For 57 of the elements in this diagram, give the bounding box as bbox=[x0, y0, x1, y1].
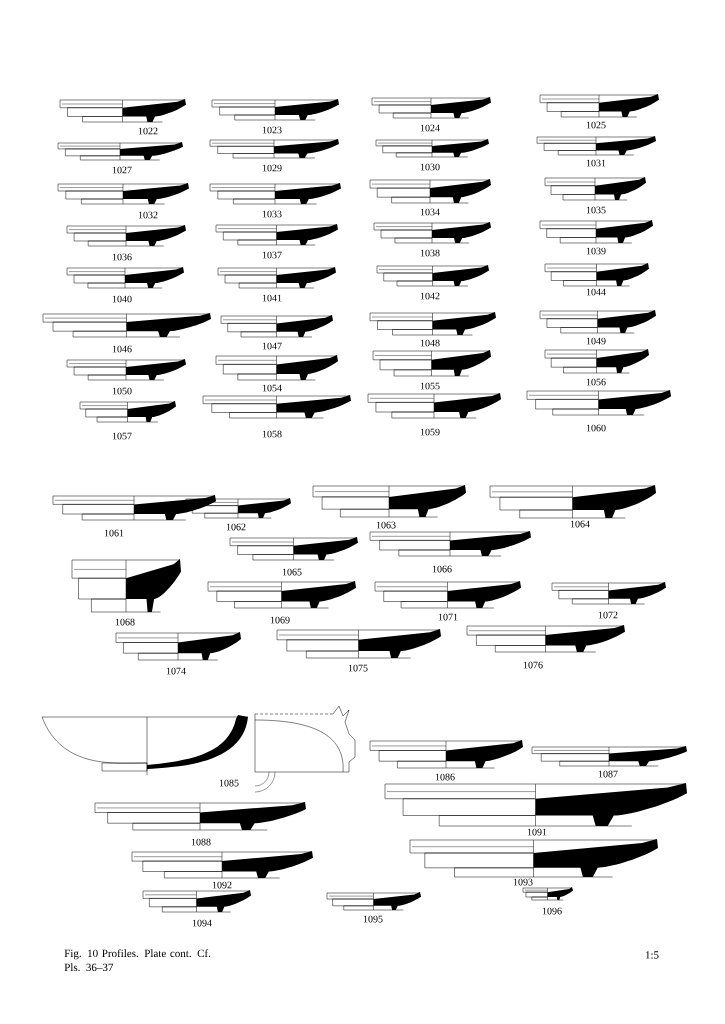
catalog-number: 1042 bbox=[420, 292, 440, 300]
catalog-number: 1076 bbox=[523, 661, 543, 669]
catalog-number: 1037 bbox=[262, 251, 282, 259]
catalog-number: 1030 bbox=[420, 163, 440, 171]
scale-label: 1:5 bbox=[645, 951, 659, 959]
catalog-number: 1095 bbox=[363, 915, 383, 923]
catalog-number: 1094 bbox=[192, 919, 212, 927]
catalog-number: 1086 bbox=[435, 773, 455, 781]
catalog-number: 1049 bbox=[586, 337, 606, 345]
catalog-number: 1071 bbox=[438, 613, 458, 621]
catalog-number: 1066 bbox=[432, 565, 452, 573]
catalog-number: 1087 bbox=[598, 770, 618, 778]
catalog-number: 1029 bbox=[262, 164, 282, 172]
catalog-number: 1035 bbox=[586, 206, 606, 214]
catalog-number: 1092 bbox=[212, 881, 232, 889]
catalog-number: 1085 bbox=[219, 779, 239, 787]
catalog-number: 1034 bbox=[420, 208, 440, 216]
catalog-number: 1041 bbox=[262, 294, 282, 302]
catalog-number: 1022 bbox=[138, 127, 158, 135]
catalog-number: 1069 bbox=[270, 616, 290, 624]
catalog-number: 1088 bbox=[191, 838, 211, 846]
catalog-number: 1091 bbox=[527, 828, 547, 836]
catalog-number: 1063 bbox=[376, 521, 396, 529]
catalog-number: 1062 bbox=[226, 523, 246, 531]
catalog-number: 1096 bbox=[542, 907, 562, 915]
catalog-number: 1093 bbox=[513, 878, 533, 886]
catalog-number: 1048 bbox=[420, 339, 440, 347]
catalog-number: 1068 bbox=[115, 618, 135, 626]
catalog-number: 1075 bbox=[348, 664, 368, 672]
catalog-number: 1058 bbox=[262, 430, 282, 438]
catalog-number: 1065 bbox=[282, 568, 302, 576]
catalog-number: 1061 bbox=[104, 529, 124, 537]
figure-caption: Fig. 10 Profiles. Plate cont. Cf. Pls. 36–37 bbox=[64, 949, 211, 972]
catalog-number: 1038 bbox=[420, 249, 440, 257]
catalog-number: 1033 bbox=[262, 210, 282, 218]
catalog-number: 1064 bbox=[570, 520, 590, 528]
catalog-number: 1059 bbox=[420, 428, 440, 436]
catalog-number: 1055 bbox=[420, 382, 440, 390]
catalog-number: 1057 bbox=[112, 432, 132, 440]
catalog-number: 1032 bbox=[138, 211, 158, 219]
catalog-number: 1036 bbox=[112, 253, 132, 261]
catalog-number: 1039 bbox=[586, 247, 606, 255]
catalog-number: 1054 bbox=[262, 384, 282, 392]
catalog-number: 1024 bbox=[420, 124, 440, 132]
catalog-number: 1031 bbox=[586, 159, 606, 167]
catalog-number: 1074 bbox=[166, 667, 186, 675]
catalog-number: 1023 bbox=[262, 126, 282, 134]
catalog-number: 1040 bbox=[112, 295, 132, 303]
catalog-number: 1056 bbox=[586, 378, 606, 386]
catalog-number: 1060 bbox=[586, 424, 606, 432]
catalog-number: 1044 bbox=[586, 288, 606, 296]
catalog-number: 1046 bbox=[112, 345, 132, 353]
catalog-number: 1027 bbox=[112, 166, 132, 174]
catalog-number: 1047 bbox=[262, 342, 282, 350]
catalog-number: 1072 bbox=[598, 611, 618, 619]
catalog-number: 1025 bbox=[586, 121, 606, 129]
catalog-number: 1050 bbox=[112, 387, 132, 395]
